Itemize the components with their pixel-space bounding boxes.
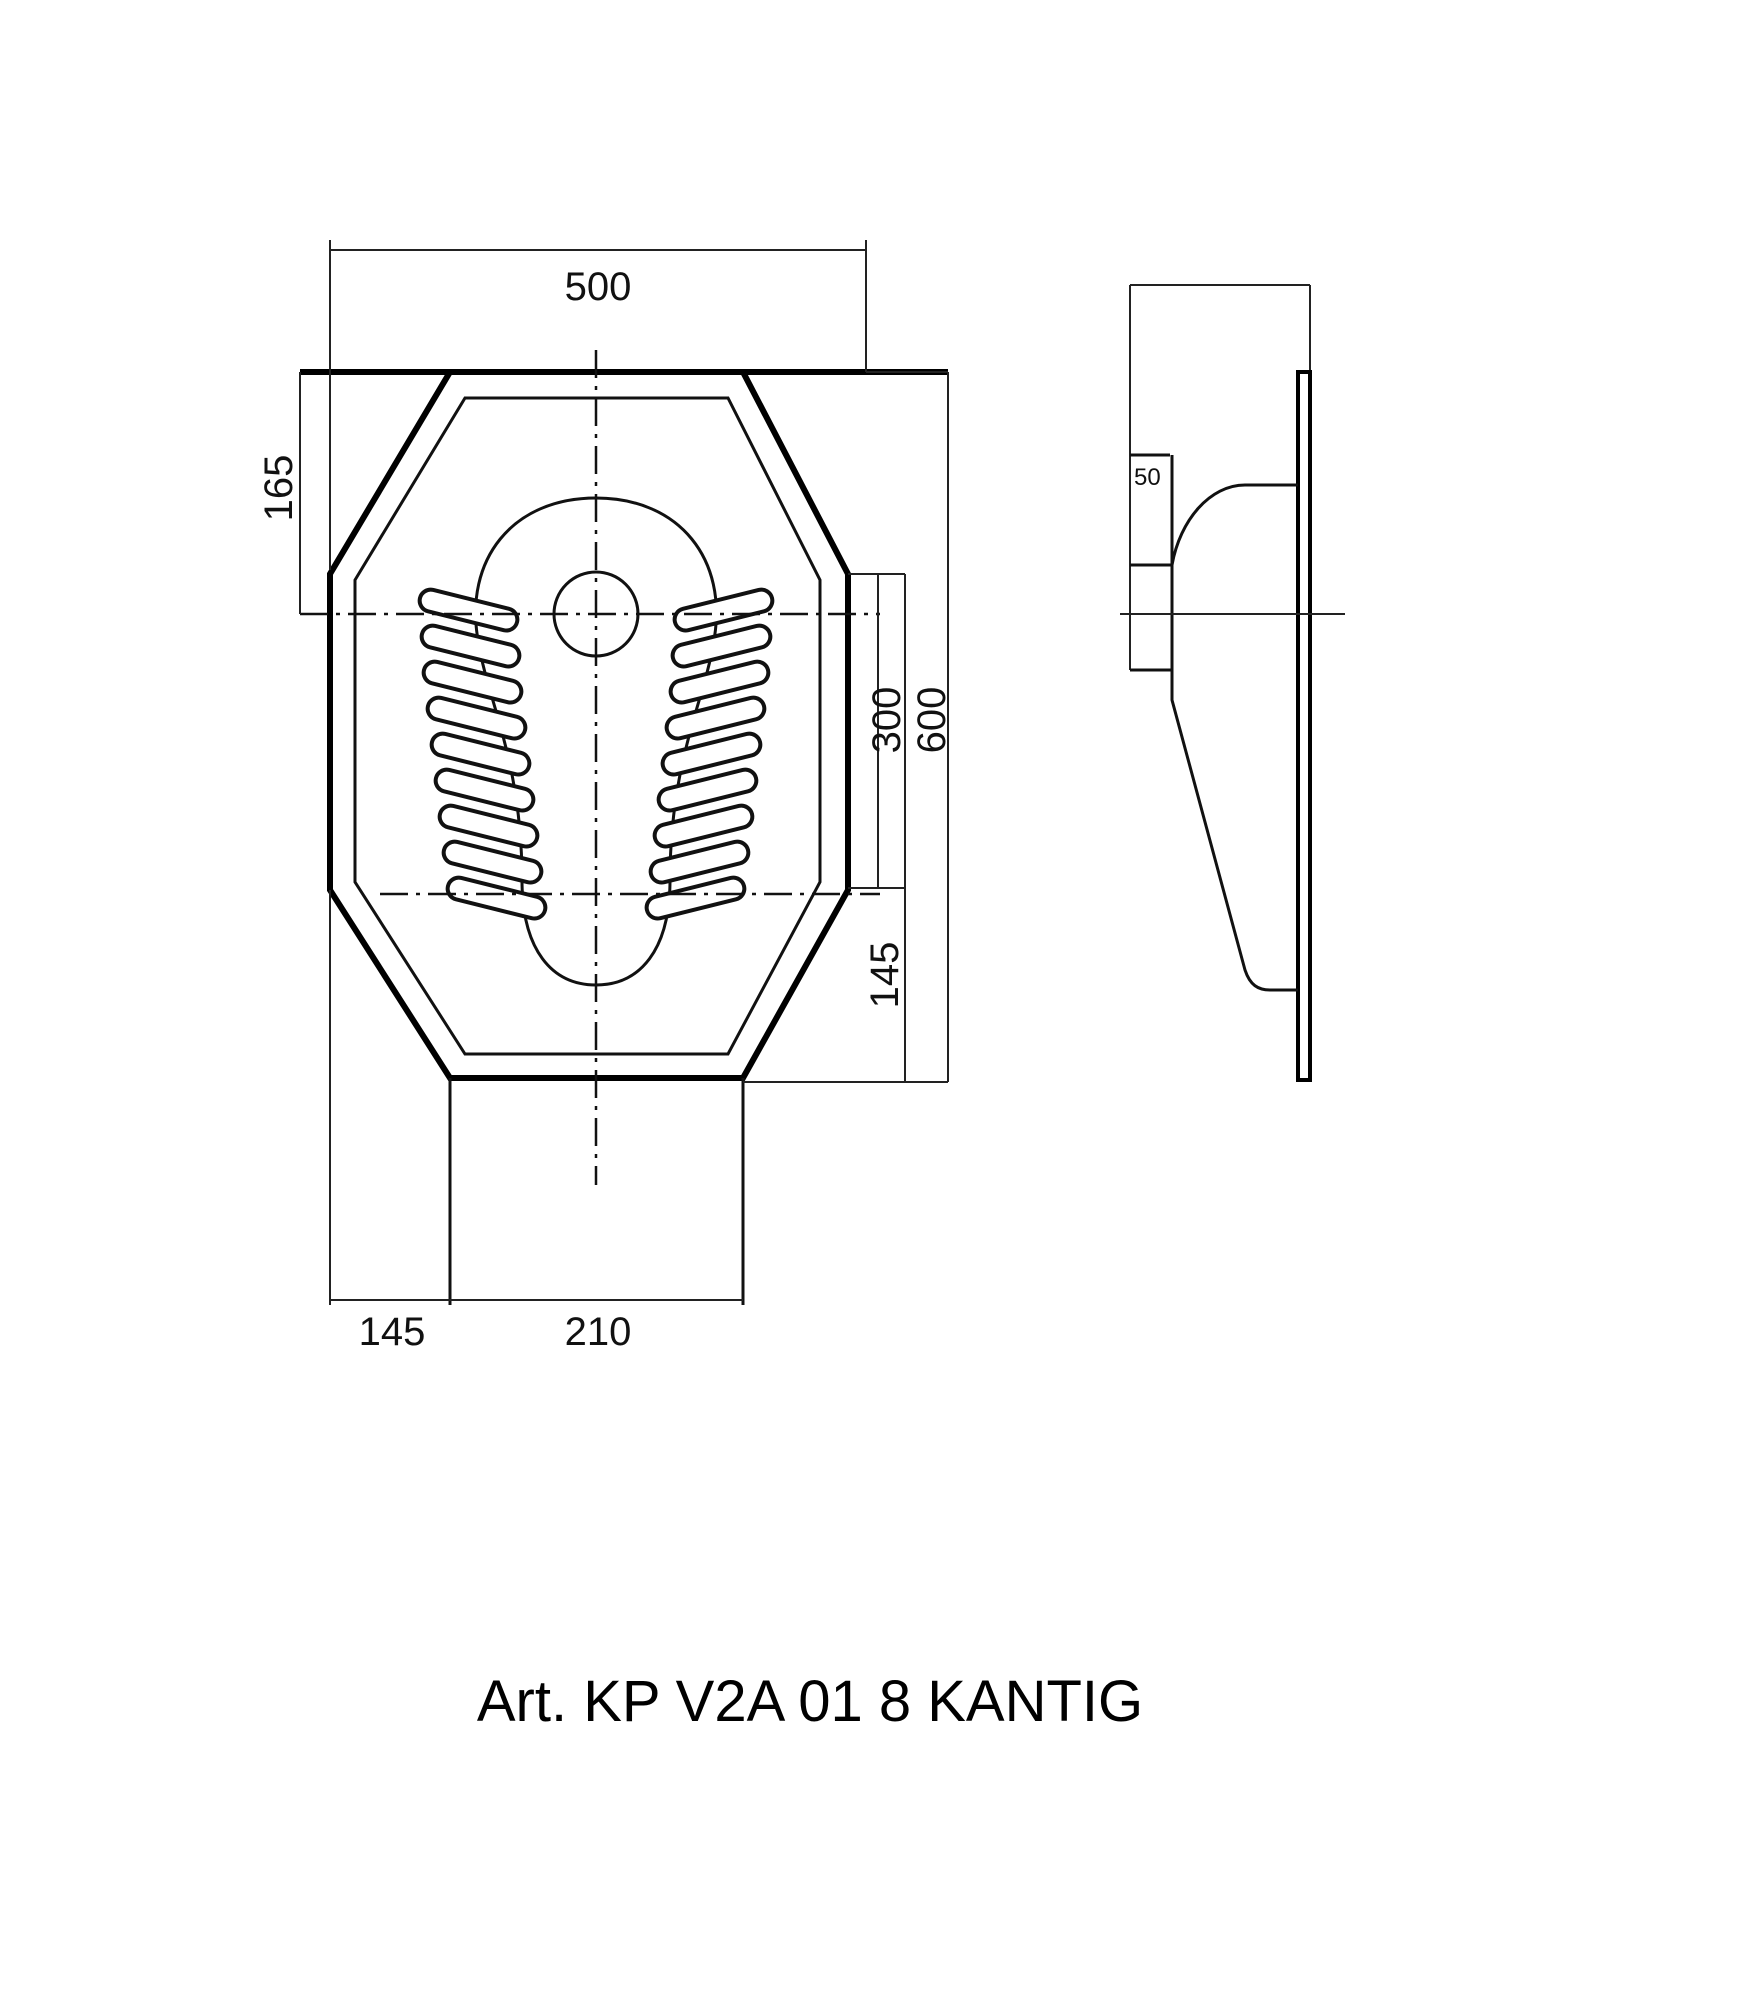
- plan-view: 500 165 300 600 145 145 210: [257, 240, 954, 1354]
- left-slot: [421, 659, 524, 705]
- right-slot: [664, 695, 767, 741]
- dimension-left-offset-label: 145: [359, 1310, 426, 1354]
- article-caption: Art. KP V2A 01 8 KANTIG: [476, 1669, 1144, 1734]
- dimension-side-step-label: 50: [1134, 464, 1161, 491]
- dimension-total-length-label: 600: [910, 687, 954, 754]
- dimension-width: 500: [329, 240, 867, 570]
- right-grip-slots: [644, 587, 775, 921]
- outlet-pipe: [448, 1078, 745, 1305]
- dimension-outlet-width-label: 210: [565, 1310, 632, 1354]
- dimension-front-to-drain-label: 145: [863, 942, 907, 1009]
- left-slot: [429, 731, 532, 777]
- left-slot: [437, 803, 540, 849]
- right-slot: [670, 623, 773, 669]
- dimension-drain-front: 300: [848, 573, 909, 889]
- dimension-top-depth-label: 165: [257, 455, 301, 522]
- left-slot: [445, 875, 548, 921]
- dimension-bottom: 145 210: [329, 890, 743, 1354]
- right-slot: [668, 659, 771, 705]
- right-slot: [660, 731, 763, 777]
- left-slot: [417, 587, 520, 633]
- left-grip-slots: [417, 587, 548, 921]
- left-slot: [441, 839, 544, 885]
- right-slot: [672, 587, 775, 633]
- left-slot: [425, 695, 528, 741]
- dimension-width-label: 500: [565, 265, 632, 309]
- right-slot: [644, 875, 747, 921]
- right-slot: [656, 767, 759, 813]
- side-trap-profile: [1170, 670, 1298, 992]
- left-slot: [419, 623, 522, 669]
- side-wall-plate: [1296, 370, 1312, 1082]
- right-slot: [648, 839, 751, 885]
- inner-octagon-outline: [353, 396, 822, 1056]
- dimension-top-depth: 165: [257, 372, 301, 614]
- right-slot: [652, 803, 755, 849]
- left-slot: [433, 767, 536, 813]
- side-bowl-profile: [1170, 483, 1298, 566]
- dimension-total-length: 600 145: [743, 371, 954, 1083]
- dimension-drain-front-label: 300: [865, 687, 909, 754]
- side-view: 50: [1120, 284, 1345, 1082]
